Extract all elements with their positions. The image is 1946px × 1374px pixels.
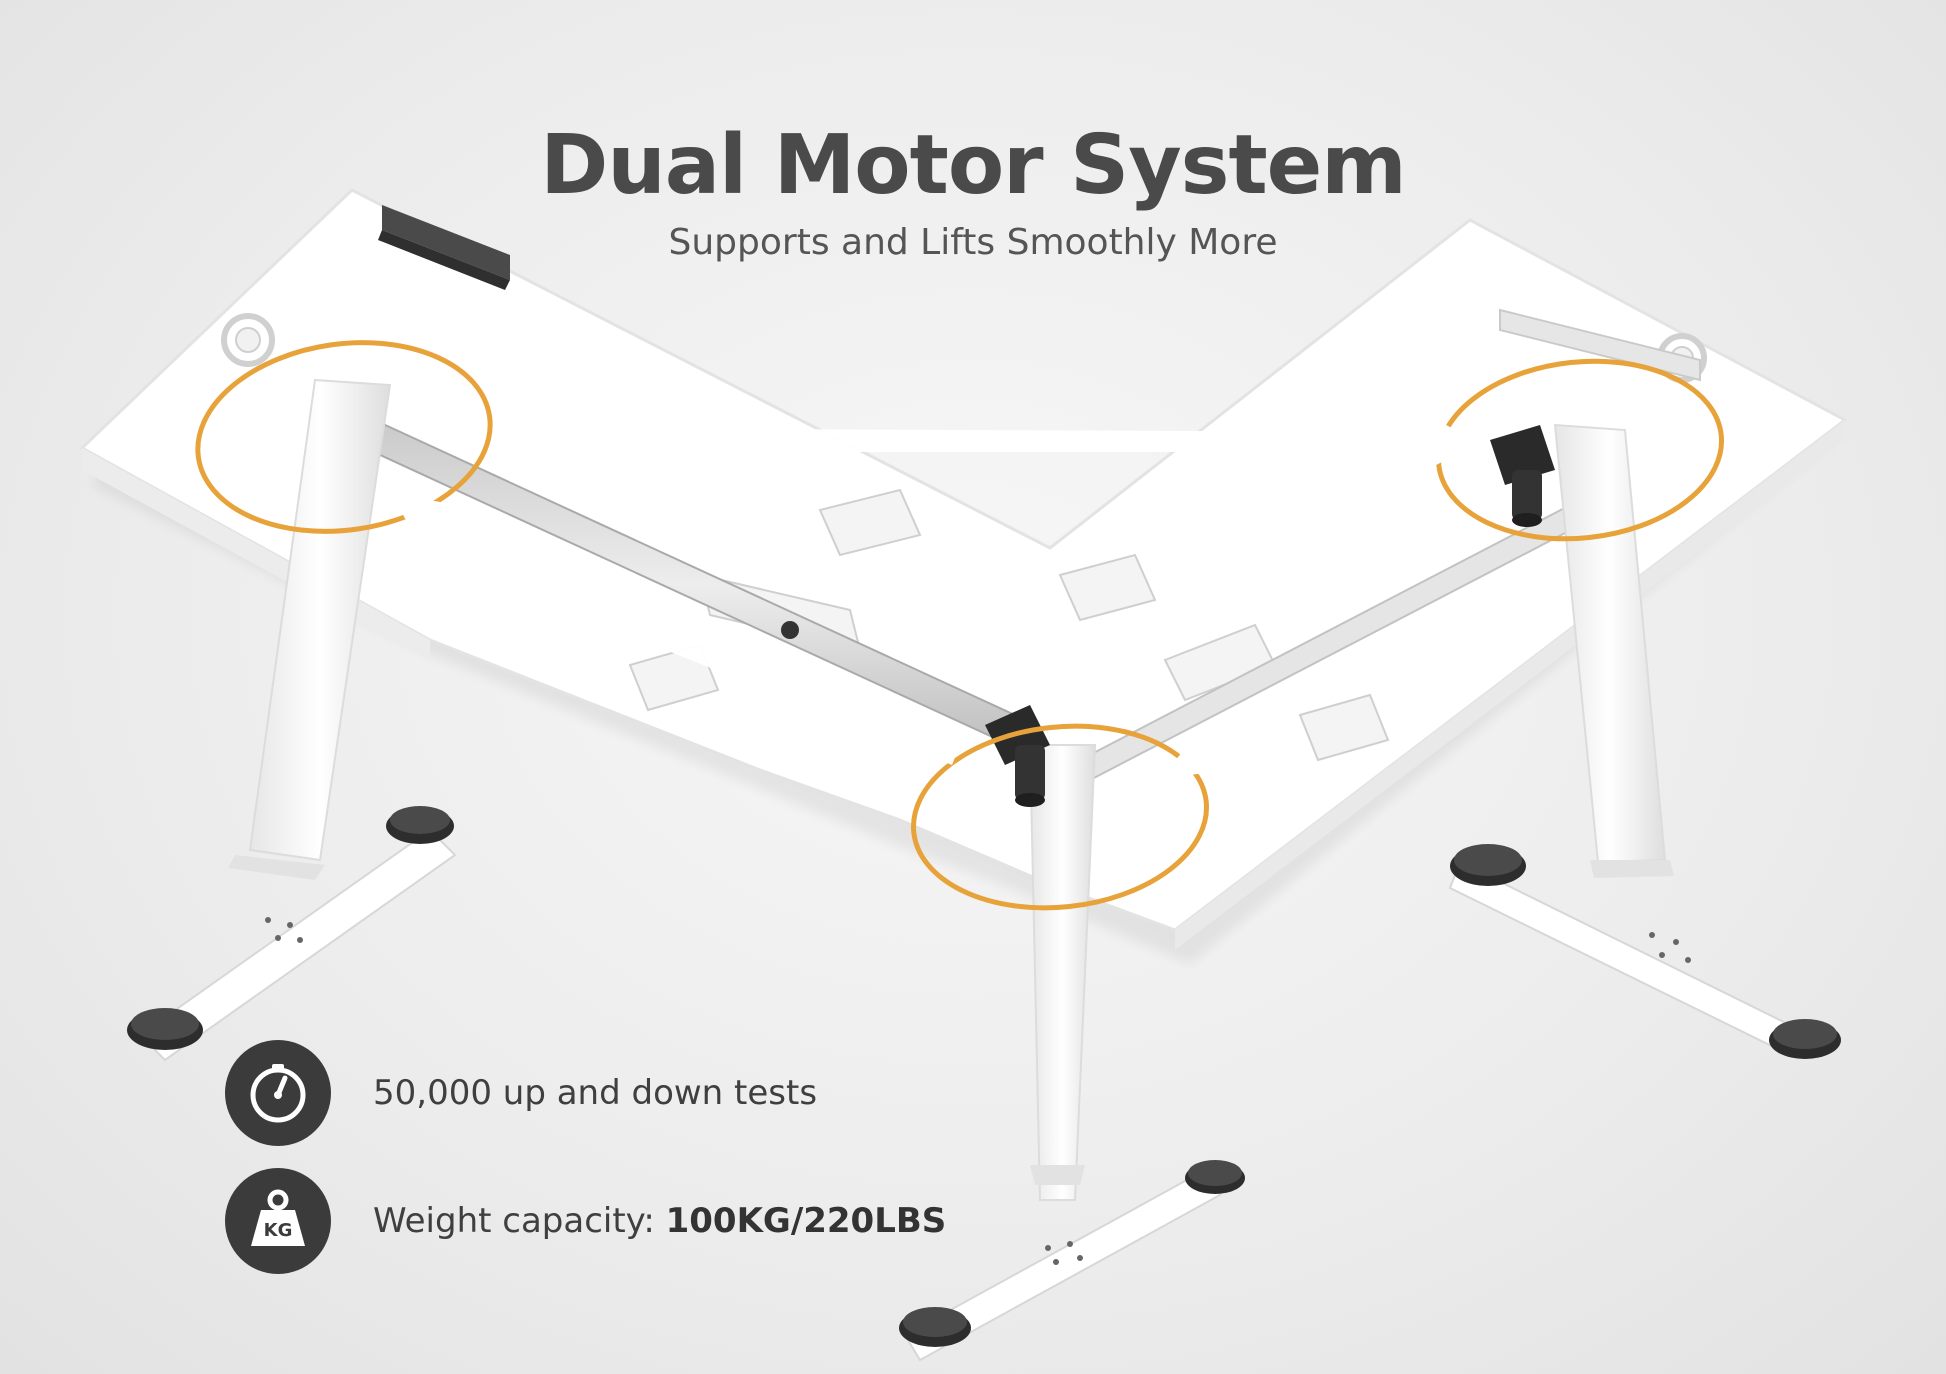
page-subtitle: Supports and Lifts Smoothly More [668, 222, 1278, 263]
weight-capacity-value: 100KG/220LBS [665, 1201, 947, 1241]
desk-top [79, 188, 1848, 964]
leg-right [1448, 423, 1841, 1059]
feature-durability: 50,000 up and down tests [225, 1040, 817, 1146]
direction-arrows [390, 402, 1480, 778]
weight-icon-badge: KG [225, 1168, 331, 1274]
feature-weight-capacity-text: Weight capacity: 100KG/220LBS [373, 1201, 946, 1241]
highlight-ring-right [1435, 358, 1725, 542]
gauge-icon [250, 1064, 306, 1123]
leg-left [127, 378, 457, 1062]
motor-right [1490, 425, 1555, 527]
weight-capacity-label: Weight capacity: [373, 1201, 666, 1241]
highlight-ring-left [195, 340, 493, 534]
cable-grommet-left [221, 313, 275, 367]
gauge-icon-badge [225, 1040, 331, 1146]
arrow-right [540, 402, 1480, 484]
leg-center [899, 744, 1245, 1362]
weight-icon-label: KG [264, 1220, 293, 1241]
feature-durability-text: 50,000 up and down tests [373, 1073, 818, 1113]
feature-weight-capacity: KG Weight capacity: 100KG/220LBS [225, 1168, 946, 1274]
weight-icon: KG [251, 1189, 305, 1246]
page-title: Dual Motor System [540, 118, 1406, 213]
arrow-center [1160, 615, 1420, 778]
highlight-ring-center [911, 723, 1209, 911]
arrow-left [390, 492, 960, 765]
control-panel [378, 205, 510, 290]
motor-highlight-rings [195, 340, 1725, 911]
